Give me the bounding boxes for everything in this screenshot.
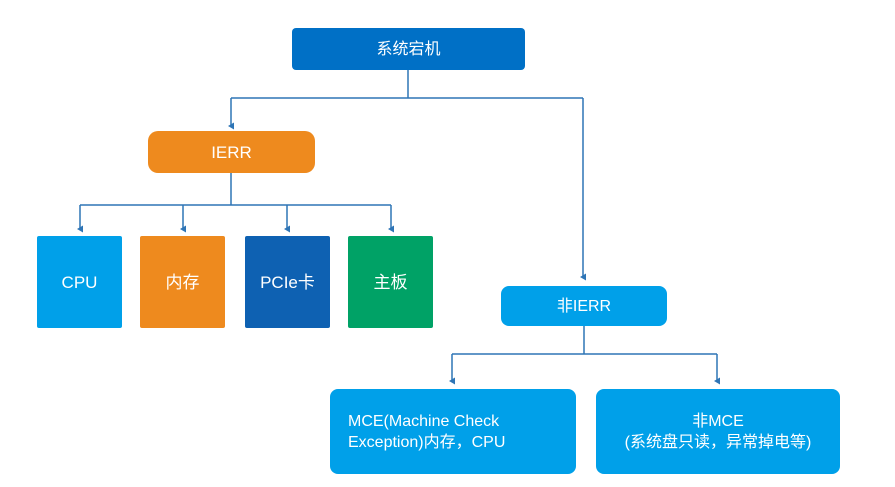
- node-mce: MCE(Machine Check Exception)内存，CPU: [330, 389, 576, 474]
- node-non-mce-label: 非MCE (系统盘只读，异常掉电等): [624, 412, 812, 451]
- node-mainboard-label: 主板: [373, 272, 408, 292]
- node-cpu-label: CPU: [61, 272, 98, 292]
- node-memory: 内存: [140, 236, 225, 328]
- node-system-crash: 系统宕机: [292, 28, 525, 70]
- node-pcie-card: PCIe卡: [245, 236, 330, 328]
- node-non-mce: 非MCE (系统盘只读，异常掉电等): [596, 389, 840, 474]
- node-memory-label: 内存: [165, 272, 200, 292]
- node-cpu: CPU: [37, 236, 122, 328]
- node-system-crash-label: 系统宕机: [376, 40, 441, 58]
- node-mainboard: 主板: [348, 236, 433, 328]
- node-ierr: IERR: [148, 131, 315, 173]
- node-non-ierr-label: 非IERR: [556, 297, 612, 315]
- node-pcie-card-label: PCIe卡: [260, 272, 315, 292]
- node-non-ierr: 非IERR: [501, 286, 667, 326]
- node-ierr-label: IERR: [211, 142, 252, 162]
- node-mce-label: MCE(Machine Check Exception)内存，CPU: [348, 412, 506, 451]
